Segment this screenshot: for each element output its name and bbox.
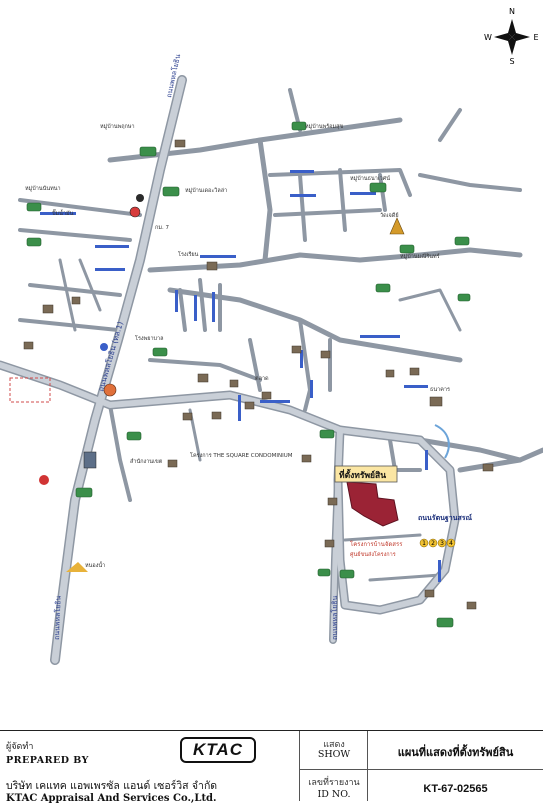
- id-label-th: เลขที่รายงาน: [308, 778, 360, 788]
- label-bank: ธนาคาร: [430, 386, 450, 393]
- label-village2: หมู่บ้านพร้อมสุข: [305, 123, 343, 130]
- label-office: สำนักงานเขต: [130, 458, 163, 465]
- show-label-th: แสดง: [323, 740, 345, 750]
- compass-s: S: [509, 57, 514, 66]
- compass-n: N: [509, 7, 515, 16]
- label-village5: หมู่บ้านเดอะวิลล่า: [185, 187, 227, 194]
- label-lake: หนองน้ำ: [85, 561, 105, 569]
- footer-values-cell: แผนที่แสดงที่ตั้งทรัพย์สิน KT-67-02565: [368, 731, 543, 801]
- footer-divider: [300, 769, 543, 770]
- project-number-badges: 1 2 3 4: [419, 538, 456, 548]
- label-school: โรงเรียน: [178, 250, 199, 258]
- label-temple: วัดเจดีย์: [380, 212, 399, 219]
- prepared-label-en: PREPARED BY: [6, 755, 89, 766]
- footer-prepared-cell: ผู้จัดทำ PREPARED BY KTAC บริษัท เคแทค แ…: [0, 731, 300, 804]
- project-number: 2: [431, 540, 435, 547]
- footer: ผู้จัดทำ PREPARED BY KTAC บริษัท เคแทค แ…: [0, 730, 543, 804]
- label-village3: หมู่บ้านธนาเวศน์: [350, 175, 390, 182]
- road-label-bottom-left: ถนนพหลโยธิน: [52, 595, 63, 640]
- prepared-label-th: ผู้จัดทำ: [6, 742, 34, 752]
- label-market: ตลาด: [255, 376, 269, 382]
- project-number: 3: [440, 540, 444, 547]
- id-label-en: ID NO.: [317, 789, 351, 800]
- road-label-rattana: ถนนรัตนฐานสรณ์: [418, 513, 473, 523]
- map-title: แผนที่แสดงที่ตั้งทรัพย์สิน: [397, 746, 514, 759]
- target-plot: [346, 481, 399, 527]
- project-sub-label: ศูนย์ขนส่งโครงการ: [350, 550, 396, 558]
- label-village1: หมู่บ้านพฤกษา: [100, 123, 135, 130]
- compass-icon: [494, 19, 530, 55]
- project-number: 4: [449, 540, 453, 547]
- company-name-en: KTAC Appraisal And Services Co.,Ltd.: [6, 793, 217, 804]
- label-village6: หมู่บ้านมณีรินทร์: [400, 253, 440, 260]
- label-km: กม. 7: [155, 225, 169, 231]
- label-the-square: โครงการ THE SQUARE CONDOMINIUM: [190, 451, 293, 459]
- compass-w: W: [484, 33, 492, 42]
- map-area: N S E W ถนนพหลโยธิน ถนนพหลโยธิน (ทล.1) ถ…: [0, 7, 543, 665]
- company-name-th: บริษัท เคแทค แอพเพรซัล แอนด์ เซอร์วิส จำ…: [6, 780, 218, 792]
- building-icons: [23, 121, 494, 628]
- project-number: 1: [422, 540, 426, 547]
- label-hospital: โรงพยาบาล: [135, 334, 163, 342]
- footer-labels-cell: แสดง SHOW เลขที่รายงาน ID NO.: [300, 731, 368, 801]
- ktac-logo: KTAC: [180, 737, 256, 763]
- report-id: KT-67-02565: [423, 783, 488, 795]
- label-village4: หมู่บ้านนันทนา: [25, 185, 61, 192]
- road-network: [0, 75, 543, 665]
- label-fuel: ปั๊มน้ำมัน: [52, 209, 74, 217]
- project-label: โครงการบ้านจัดสรร: [350, 540, 403, 548]
- show-label-en: SHOW: [317, 749, 351, 760]
- road-label-bottom-center: ถนนพหลโยธิน: [330, 596, 339, 640]
- target-label: ที่ตั้งทรัพย์สิน: [339, 468, 386, 481]
- compass-e: E: [533, 33, 538, 42]
